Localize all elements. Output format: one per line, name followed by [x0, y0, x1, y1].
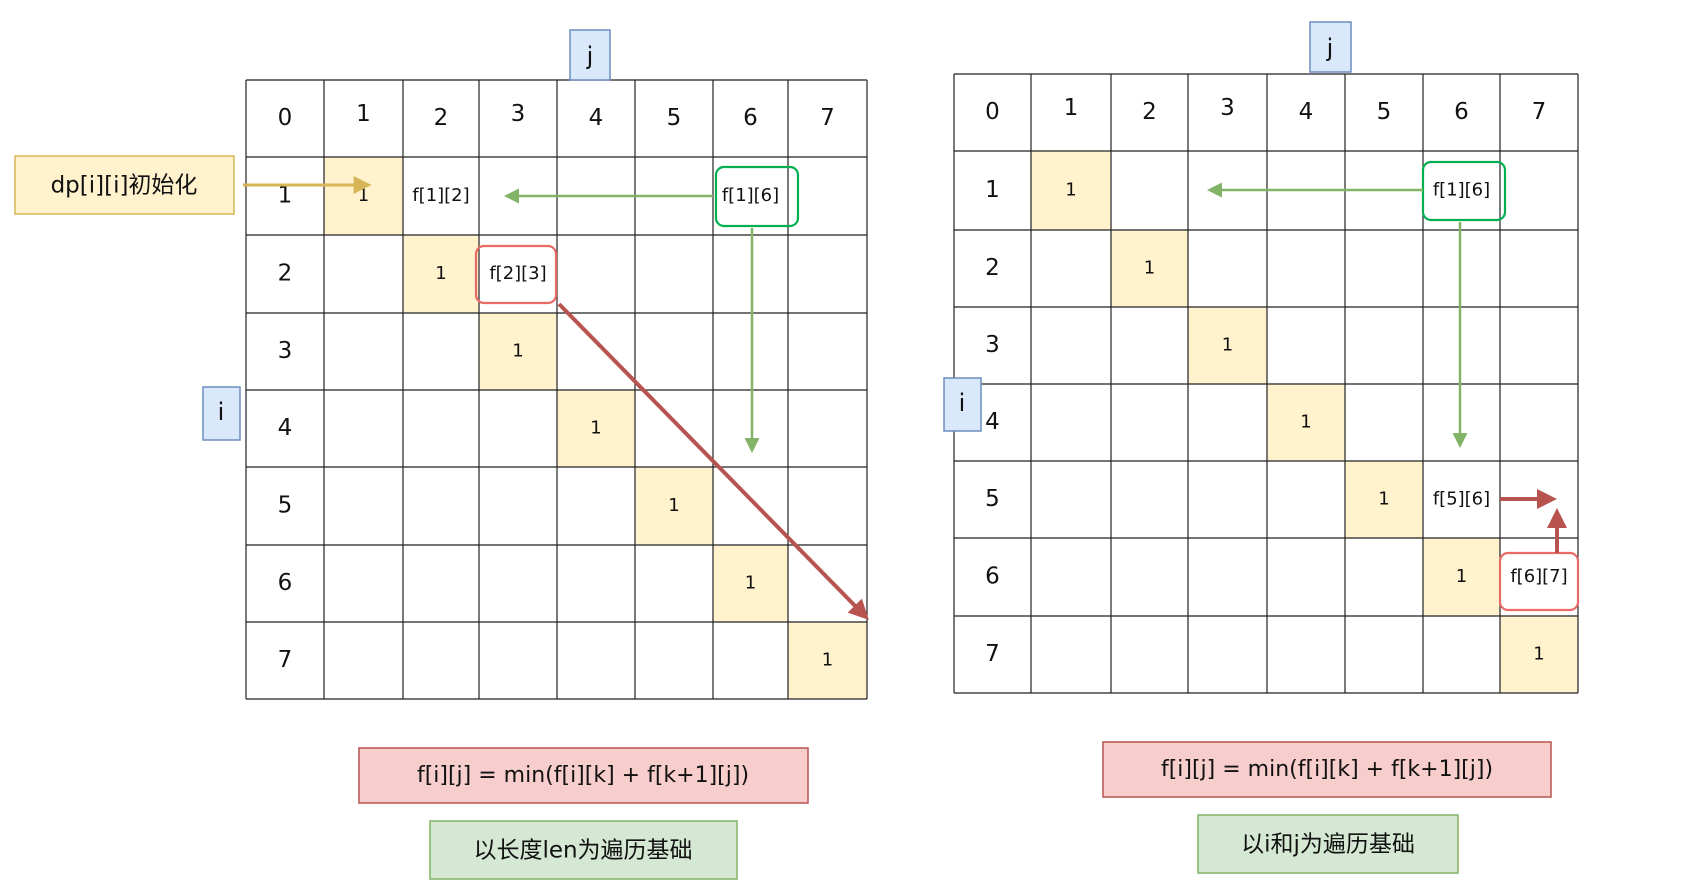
left-row-label-1: 1	[278, 183, 293, 209]
right-diag-cell-4	[1267, 384, 1345, 461]
right-diag-cell-5	[1345, 461, 1423, 538]
right-header-cell-7: 7	[1532, 99, 1547, 125]
left-diag-value-4: 1	[590, 418, 601, 439]
left-diag-value-3: 1	[512, 341, 523, 362]
left-i-text: i	[218, 398, 225, 426]
right-row-label-7: 7	[985, 641, 1000, 667]
left-row-label-6: 6	[278, 570, 293, 596]
right-diag-value-3: 1	[1222, 335, 1233, 356]
left-diag-value-1: 1	[358, 185, 369, 206]
init-label-text: dp[i][i]初始化	[51, 173, 198, 199]
left-j-text: j	[586, 42, 594, 70]
left-header-cell-7: 7	[820, 105, 835, 131]
right-diag-value-7: 1	[1533, 644, 1544, 665]
left-row-label-2: 2	[278, 261, 293, 287]
right-diag-cell-6	[1423, 538, 1500, 616]
right-j-text: j	[1326, 34, 1334, 62]
left-header-cell-4: 4	[589, 105, 604, 131]
left-i-label: i	[202, 386, 241, 441]
right-header-cell-2: 2	[1142, 99, 1157, 125]
left-diag-cell-5	[635, 467, 713, 545]
left-cell-1-2: f[1][2]	[412, 185, 469, 206]
right-diag-value-1: 1	[1065, 180, 1076, 201]
right-formula-text: f[i][j] = min(f[i][k] + f[k+1][j])	[1161, 757, 1493, 782]
left-row-label-3: 3	[278, 338, 293, 364]
right-diag-cell-3	[1188, 307, 1267, 384]
left-header-cell-2: 2	[434, 105, 449, 131]
left-header-cell-1: 1	[356, 101, 371, 127]
right-header-cell-0: 0	[985, 99, 1000, 125]
right-cell-6-7: f[6][7]	[1510, 566, 1567, 587]
right-header-cell-4: 4	[1299, 99, 1314, 125]
right-diag-cell-2	[1111, 230, 1188, 307]
left-diag-cell-3	[479, 313, 557, 390]
right-dp-table: 0 1 2 3 4 5 6 7 1 2 3 4 5 6 7 1 1 1 1 1 1 1 f[1][6] f[5][6] f[6]…	[953, 73, 1579, 694]
left-caption-box: 以长度len为遍历基础	[429, 820, 738, 880]
right-diag-value-5: 1	[1378, 489, 1389, 510]
left-diag-value-2: 1	[435, 263, 446, 284]
right-diag-cell-1	[1031, 151, 1111, 230]
right-caption-box: 以i和j为遍历基础	[1197, 814, 1459, 874]
right-header-cell-1: 1	[1064, 95, 1079, 121]
left-row-label-4: 4	[278, 415, 293, 441]
right-row-label-2: 2	[985, 255, 1000, 281]
left-row-label-7: 7	[278, 647, 293, 673]
right-j-label: j	[1309, 21, 1352, 73]
left-header-cell-6: 6	[743, 105, 758, 131]
left-formula-text: f[i][j] = min(f[i][k] + f[k+1][j])	[417, 763, 749, 788]
left-diag-cell-7	[788, 622, 867, 699]
right-header-cell-6: 6	[1454, 99, 1469, 125]
left-formula-box: f[i][j] = min(f[i][k] + f[k+1][j])	[358, 747, 809, 804]
left-diag-value-5: 1	[668, 495, 679, 516]
right-row-label-6: 6	[985, 564, 1000, 590]
left-highlight-f16	[714, 165, 800, 228]
left-j-label: j	[569, 29, 611, 81]
right-row-label-1: 1	[985, 177, 1000, 203]
left-header-cell-3: 3	[511, 101, 526, 127]
left-diag-value-6: 1	[745, 573, 756, 594]
right-diag-value-6: 1	[1456, 566, 1467, 587]
right-header-cell-3: 3	[1220, 95, 1235, 121]
right-row-label-3: 3	[985, 332, 1000, 358]
left-header-cell-5: 5	[667, 105, 682, 131]
left-caption-text: 以长度len为遍历基础	[473, 838, 692, 864]
right-diag-cell-7	[1500, 616, 1578, 693]
left-dp-table: 0 1 2 3 4 5 6 7 1 2 3 4 5 6 7 1 1 1 1 1 1 1 f[1][2] f[1][6] f[2]…	[245, 79, 868, 700]
left-header-cell-0: 0	[278, 105, 293, 131]
left-cell-2-3: f[2][3]	[489, 263, 546, 284]
right-cell-1-6: f[1][6]	[1433, 180, 1490, 201]
left-diag-cell-2	[403, 235, 479, 313]
right-cell-5-6: f[5][6]	[1433, 489, 1490, 510]
left-cell-1-6: f[1][6]	[722, 185, 779, 206]
right-caption-text: 以i和j为遍历基础	[1241, 832, 1415, 858]
right-highlight-f67	[1498, 551, 1580, 612]
right-diagram: 0 1 2 3 4 5 6 7 1 2 3 4 5 6 7 1 1 1 1 1 1 1 f[1][6] f[5][6] f[6]…	[943, 21, 1579, 874]
left-highlight-f23	[474, 244, 558, 305]
right-row-label-5: 5	[985, 486, 1000, 512]
right-diag-value-4: 1	[1300, 412, 1311, 433]
right-formula-box: f[i][j] = min(f[i][k] + f[k+1][j])	[1102, 741, 1552, 798]
left-row-label-5: 5	[278, 493, 293, 519]
left-diag-cell-1	[324, 157, 403, 235]
right-i-label: i	[943, 377, 982, 432]
left-diagram: 0 1 2 3 4 5 6 7 1 2 3 4 5 6 7 1 1 1 1 1 1 1 f[1][2] f[1][6] f[2]…	[14, 29, 868, 880]
right-diag-value-2: 1	[1144, 258, 1155, 279]
init-label: dp[i][i]初始化	[14, 155, 235, 215]
left-diag-cell-4	[557, 390, 635, 467]
left-diag-cell-6	[713, 545, 788, 622]
right-header-cell-5: 5	[1377, 99, 1392, 125]
left-arrow-diagonal	[557, 302, 869, 620]
right-row-label-4: 4	[985, 409, 1000, 435]
overlays	[474, 160, 1580, 620]
right-i-text: i	[959, 389, 966, 417]
left-diag-value-7: 1	[822, 650, 833, 671]
